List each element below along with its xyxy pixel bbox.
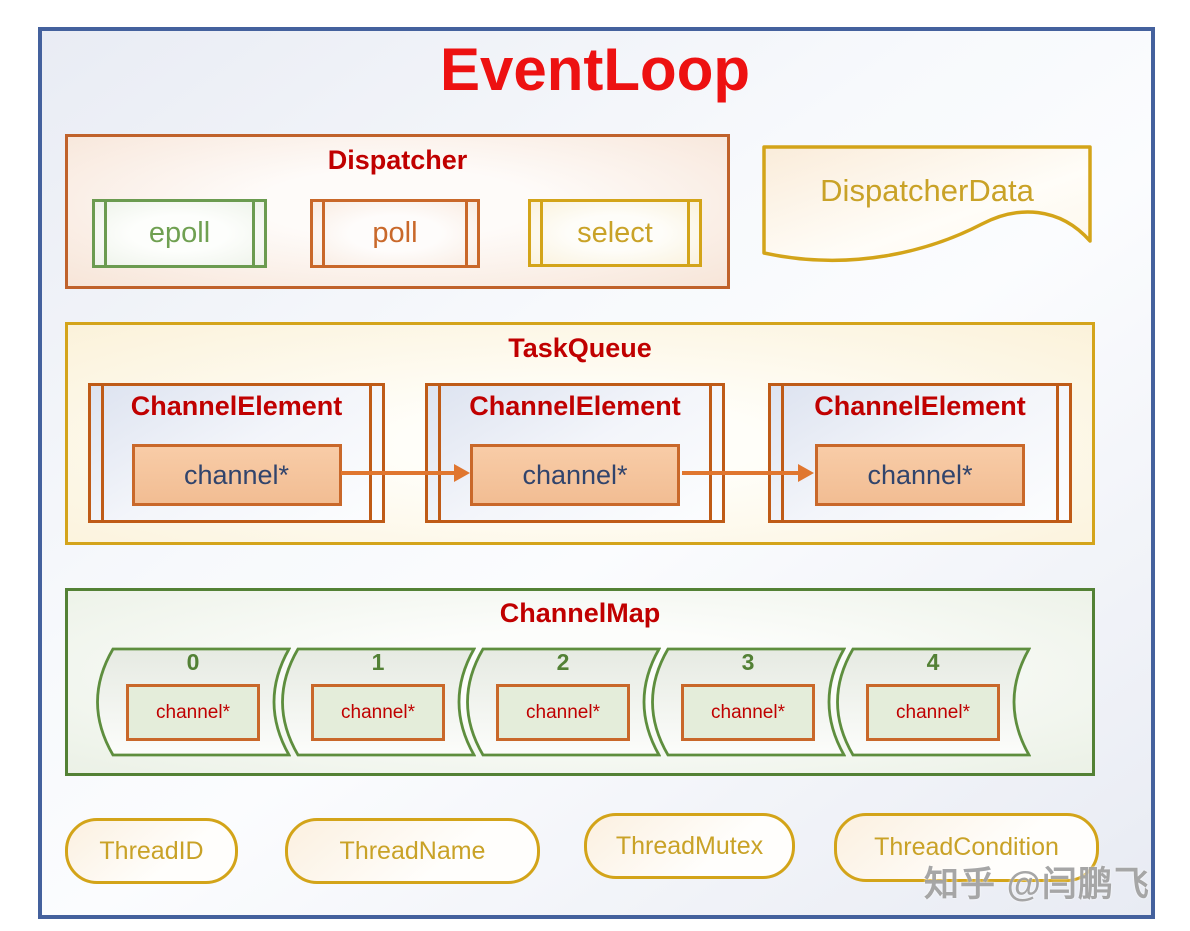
thread-id-node: ThreadID	[65, 818, 238, 884]
channelmap-title: ChannelMap	[499, 598, 661, 628]
taskqueue-title: TaskQueue	[508, 333, 652, 363]
map-slot-3: 3 channel*	[650, 647, 846, 757]
channelmap-box: ChannelMap 0 channel* 1 channel* 2 chann…	[65, 588, 1095, 776]
double-bar-right	[369, 386, 372, 520]
slot-channel-pointer: channel*	[866, 684, 1000, 741]
channel-pointer: channel*	[470, 444, 680, 506]
slot-index: 1	[371, 649, 385, 675]
map-slot-2: 2 channel*	[465, 647, 661, 757]
arrow-connector-2	[682, 464, 814, 482]
double-bar-right	[709, 386, 712, 520]
double-bar-right	[252, 202, 255, 265]
channel-element-2: ChannelElement channel*	[425, 383, 725, 523]
slot-index: 2	[556, 649, 570, 675]
thread-id-label: ThreadID	[99, 836, 204, 865]
select-label: select	[577, 216, 653, 249]
channel-element-title: ChannelElement	[469, 391, 681, 421]
double-bar-right	[687, 202, 690, 264]
dispatcher-box: Dispatcher epoll poll select	[65, 134, 730, 289]
arrow-connector-1	[341, 464, 470, 482]
channel-element-1: ChannelElement channel*	[88, 383, 385, 523]
double-bar-left	[322, 202, 325, 265]
dispatcher-data-label: DispatcherData	[820, 173, 1034, 208]
taskqueue-box: TaskQueue ChannelElement channel* Channe…	[65, 322, 1095, 545]
double-bar-left	[781, 386, 784, 520]
double-bar-left	[104, 202, 107, 265]
epoll-node: epoll	[92, 199, 267, 268]
double-bar-left	[540, 202, 543, 264]
thread-name-node: ThreadName	[285, 818, 540, 884]
thread-name-label: ThreadName	[339, 836, 486, 865]
thread-mutex-node: ThreadMutex	[584, 813, 795, 879]
double-bar-left	[101, 386, 104, 520]
channel-pointer: channel*	[815, 444, 1025, 506]
slot-channel-pointer: channel*	[311, 684, 445, 741]
document-shape	[762, 145, 1092, 263]
slot-index: 0	[186, 649, 200, 675]
double-bar-left	[438, 386, 441, 520]
page-title: EventLoop	[440, 36, 750, 103]
slot-index: 3	[741, 649, 755, 675]
double-bar-right	[1056, 386, 1059, 520]
thread-condition-node: ThreadCondition	[834, 813, 1099, 882]
slot-index: 4	[926, 649, 940, 675]
map-slot-1: 1 channel*	[280, 647, 476, 757]
double-bar-right	[465, 202, 468, 265]
watermark: 知乎 @闫鹏飞	[924, 865, 1150, 904]
dispatcher-data-node: DispatcherData	[762, 145, 1092, 281]
select-node: select	[528, 199, 702, 267]
thread-condition-label: ThreadCondition	[874, 833, 1059, 861]
map-slot-4: 4 channel*	[835, 647, 1031, 757]
slot-channel-pointer: channel*	[126, 684, 260, 741]
channel-element-3: ChannelElement channel*	[768, 383, 1072, 523]
map-slot-0: 0 channel*	[95, 647, 291, 757]
channel-element-title: ChannelElement	[814, 391, 1026, 421]
slot-channel-pointer: channel*	[681, 684, 815, 741]
dispatcher-title: Dispatcher	[327, 145, 468, 175]
epoll-label: epoll	[148, 217, 211, 249]
poll-label: poll	[372, 217, 418, 249]
channel-element-title: ChannelElement	[130, 391, 343, 421]
channel-pointer: channel*	[131, 444, 342, 506]
slot-channel-pointer: channel*	[496, 684, 630, 741]
poll-node: poll	[310, 199, 480, 268]
thread-mutex-label: ThreadMutex	[615, 831, 764, 860]
